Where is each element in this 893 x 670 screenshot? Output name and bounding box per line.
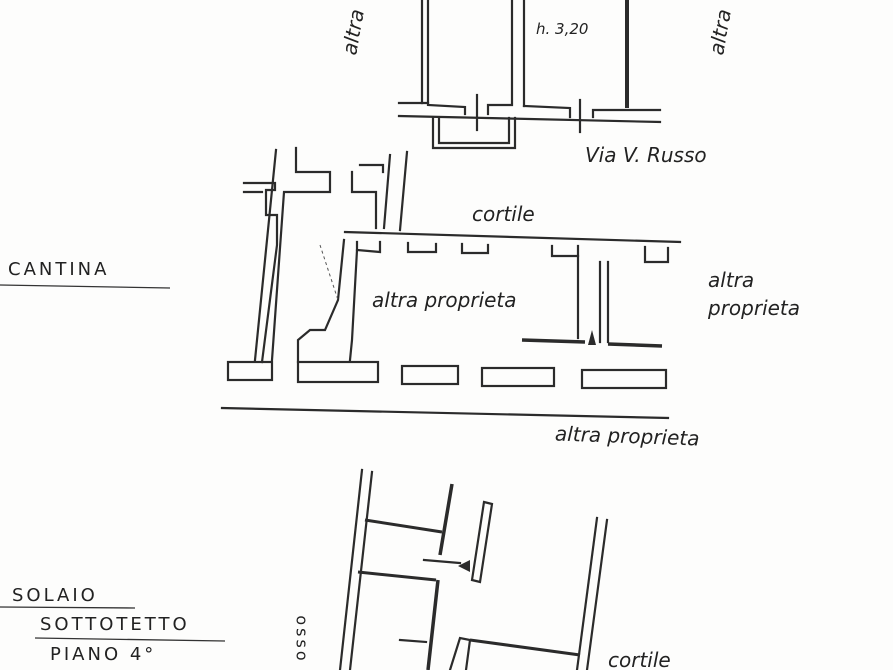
label-cantina: CANTINA	[8, 259, 110, 280]
label-altra-proprieta-center: altra proprieta	[372, 288, 517, 312]
label-rosso-partial: osso	[292, 615, 312, 664]
label-underlines	[0, 284, 226, 642]
label-cortile-top: cortile	[472, 202, 535, 226]
label-street: Via V. Russo	[585, 143, 707, 167]
label-solaio: SOLAIO	[12, 585, 98, 606]
label-altra-right-2: proprieta	[708, 296, 801, 320]
label-altra-right-1: altra	[708, 268, 755, 292]
label-sottotetto: SOTTOTETTO	[40, 614, 190, 635]
label-piano: PIANO 4°	[50, 644, 157, 665]
label-height: h. 3,20	[536, 20, 589, 38]
label-cortile-bottom: cortile	[608, 648, 671, 670]
cantina-walls	[220, 146, 682, 420]
upper-floor-walls	[397, 0, 662, 150]
label-altra-proprieta-bottom: altra proprieta	[554, 421, 700, 451]
attic-walls	[338, 468, 609, 670]
